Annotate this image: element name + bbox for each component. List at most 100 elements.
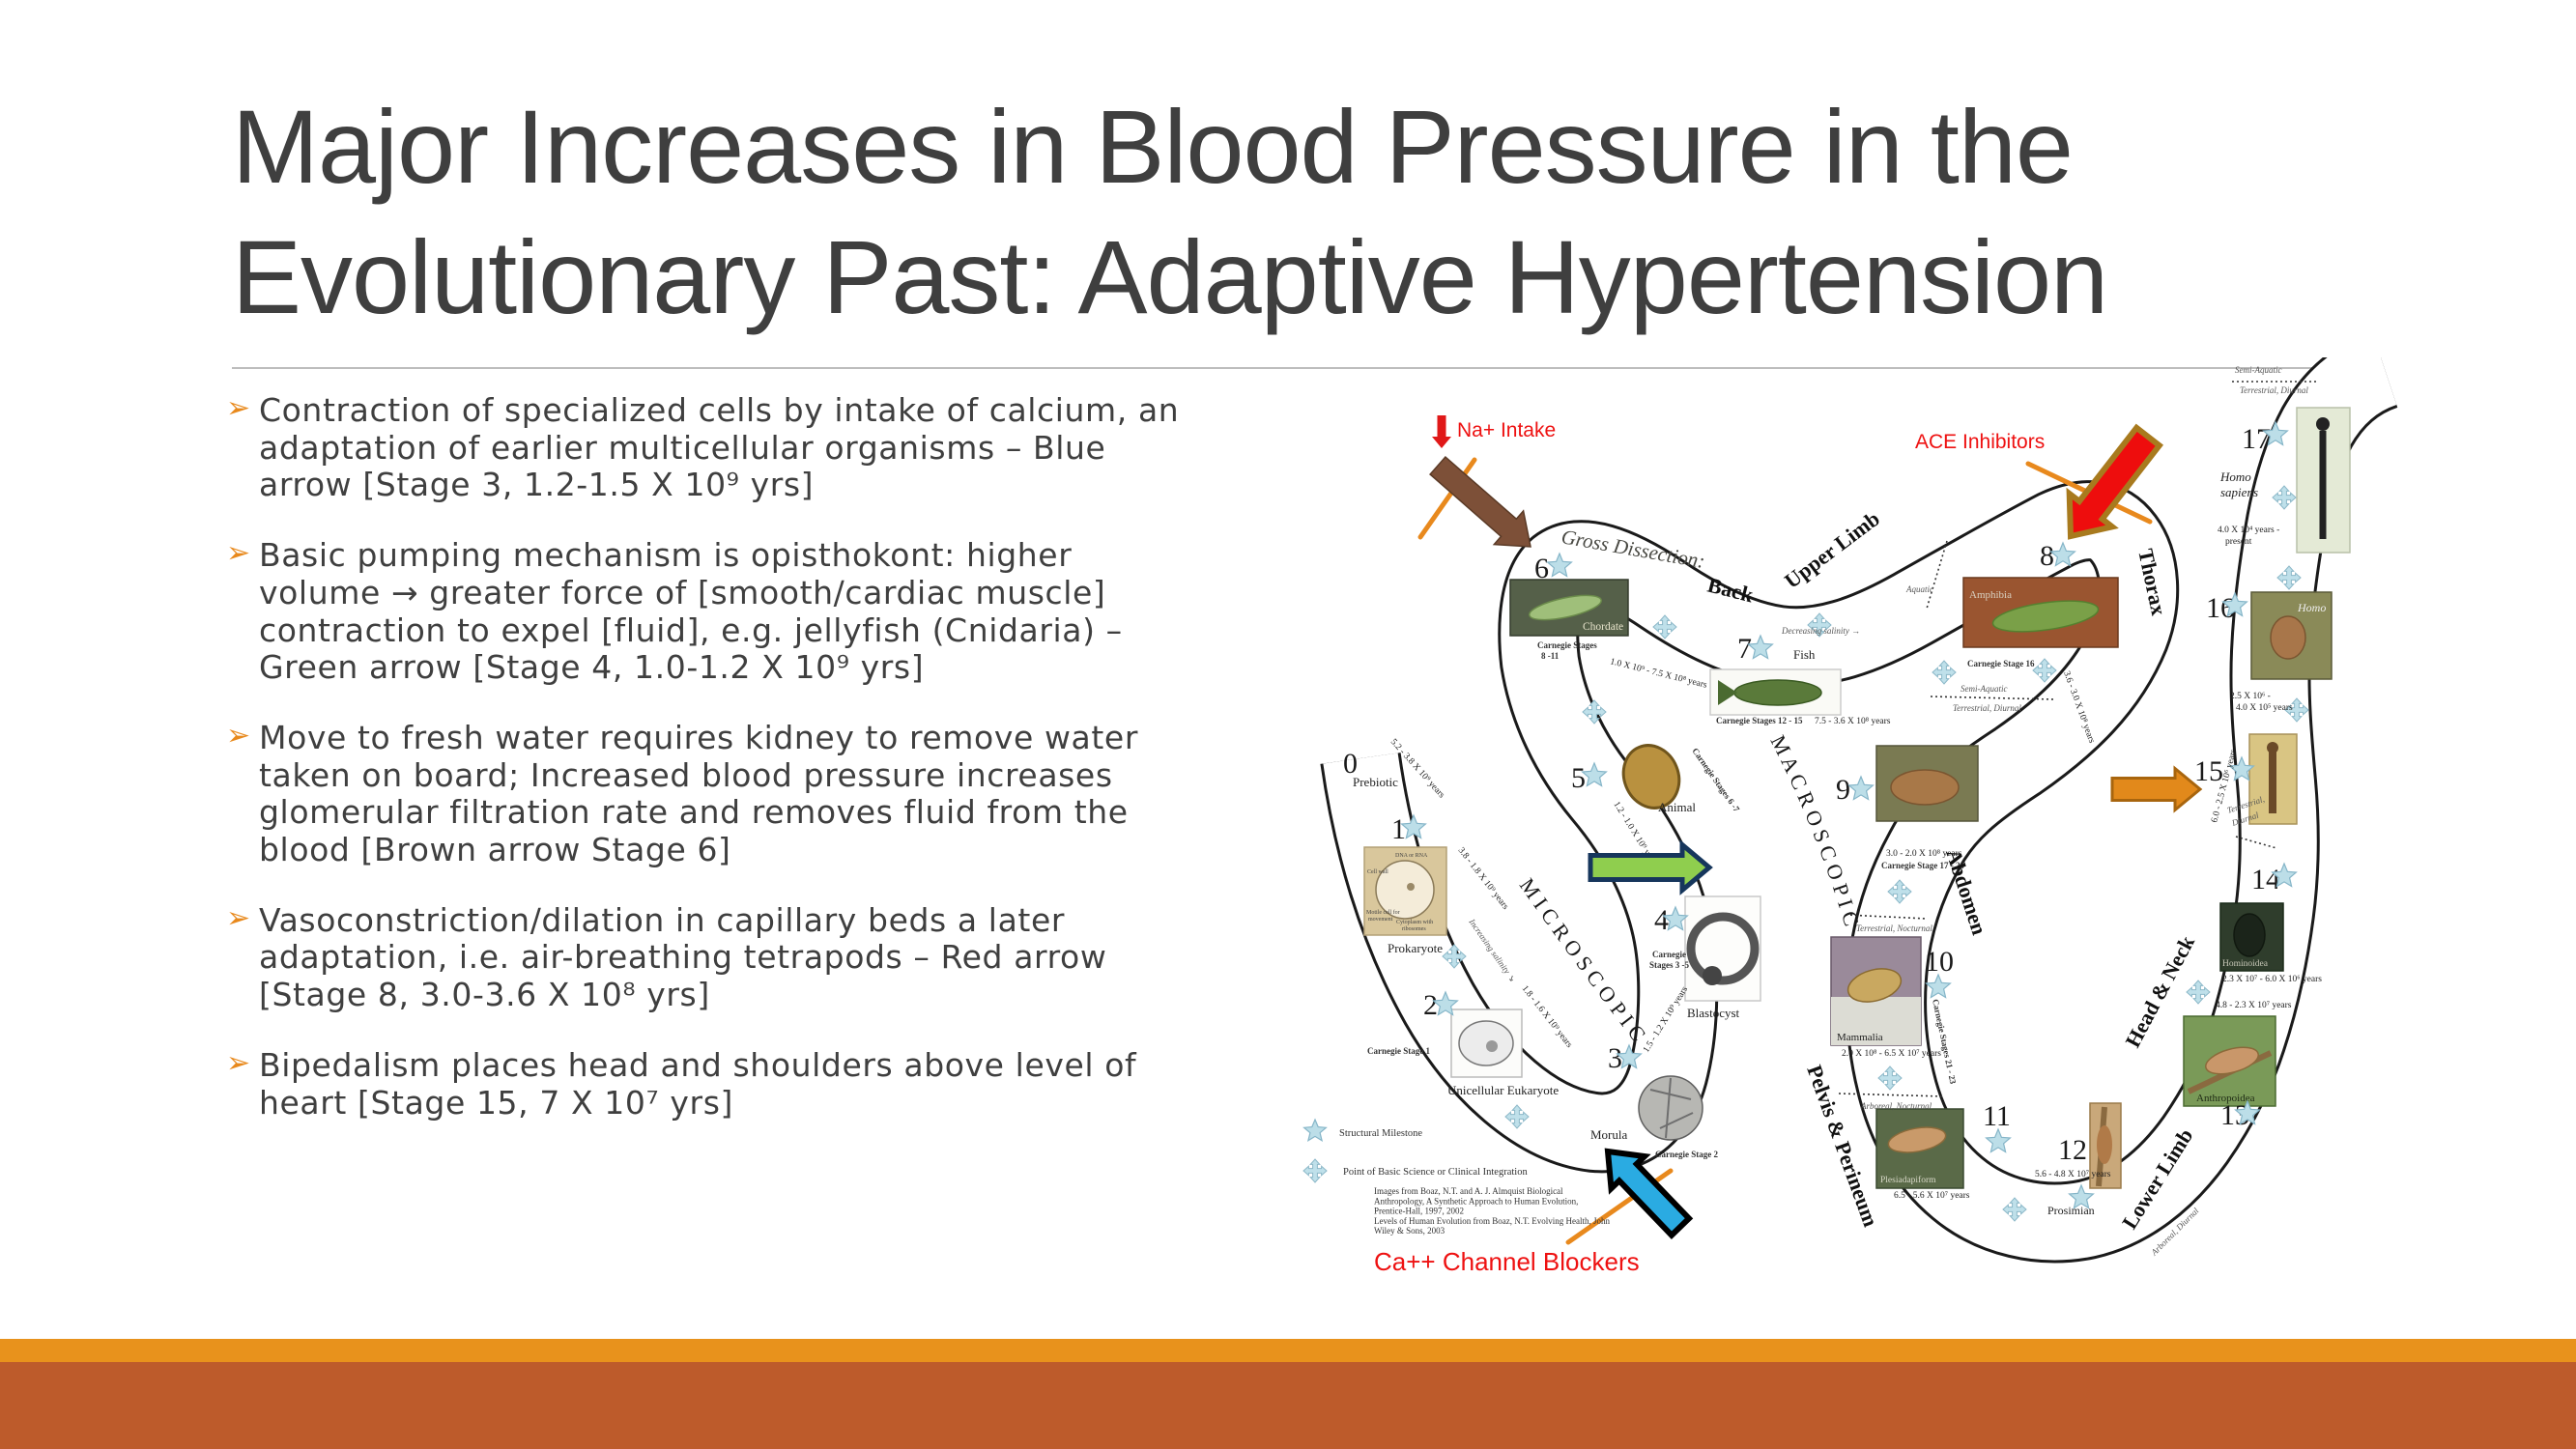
stage-star-12 (2068, 1183, 2095, 1209)
ace-red-arrow (2066, 423, 2164, 540)
ca-blue-arrow (1604, 1148, 1694, 1239)
year-range-label: 4.0 X 10⁵ years (2236, 703, 2293, 713)
bullet-list: ➢Contraction of specialized cells by int… (226, 391, 1182, 1154)
stage-star-2 (1432, 990, 1459, 1016)
hominid-15-image-motif (2267, 742, 2278, 753)
stage-star-6 (1546, 552, 1573, 578)
year-range-label: 3.8 - 1.8 X 10⁹ years (1456, 846, 1510, 912)
carnegie-stage-label: Carnegie Stage 17 - 20 (1881, 861, 1964, 870)
fish-image-motif (1718, 680, 1737, 705)
stage-number-5: 5 (1571, 762, 1586, 794)
integration-cross-icon (2002, 1197, 2027, 1222)
plesiadapiform-image-caption: Plesiadapiform (1880, 1175, 1936, 1185)
stage-number-2: 2 (1423, 989, 1438, 1021)
stage-number-12: 12 (2058, 1134, 2087, 1166)
prokaryote-micro-label: Cell wall (1367, 869, 1388, 875)
evolution-stages-diagram: ChordateAmphibiaMammaliaPlesiadapiformAn… (1302, 357, 2399, 1276)
integration-cross-icon (1582, 699, 1607, 724)
stage-star-8 (2049, 541, 2076, 567)
slide-title: Major Increases in Blood Pressure in the… (232, 88, 2108, 335)
stage-star-14 (2271, 862, 2298, 888)
eukaryote-image-motif (1486, 1040, 1498, 1052)
stage-number-14: 14 (2251, 864, 2280, 895)
mammalia-image-motif (1846, 968, 1903, 1003)
blastocyst-image (1684, 895, 1761, 1002)
habitat-divider-dotted-line (1930, 696, 2055, 700)
bullet-item-1: ➢Contraction of specialized cells by int… (226, 391, 1182, 504)
integration-cross-icon (1442, 944, 1467, 969)
bullet-text: Move to fresh water requires kidney to r… (259, 718, 1138, 869)
blastocyst-image-motif (1703, 966, 1722, 985)
legend-cross-icon (1302, 1158, 1328, 1183)
habitat-label: Terrestrial, Diurnal (1953, 703, 2021, 713)
morula-image-motif (1638, 1075, 1703, 1141)
year-range-label: present (2225, 537, 2252, 547)
prokaryote-micro-label: Cytoplasm with (1396, 920, 1433, 925)
carnegie-stage-label: Carnegie Stage 2 (1655, 1150, 1718, 1159)
organism-label: Homo (2219, 469, 2251, 484)
stage-number-9: 9 (1836, 774, 1850, 806)
stage-number-8: 8 (2040, 540, 2054, 572)
bullet-arrow-icon: ➢ (226, 536, 251, 571)
legend-star-label: Structural Milestone (1339, 1128, 1422, 1139)
stage-star-7 (1747, 634, 1774, 660)
prokaryote-micro-label: ribosomes (1402, 926, 1426, 932)
stage-star-17 (2262, 420, 2289, 446)
year-range-label: 1.0 X 10⁹ - 7.5 X 10⁸ years (1609, 657, 1708, 691)
citation-line: Prentice-Hall, 1997, 2002 (1374, 1207, 1464, 1216)
organism-label: Prokaryote (1388, 941, 1443, 955)
habitat-label: Semi-Aquatic (2235, 365, 2282, 375)
prokaryote-image-motif (1407, 883, 1415, 891)
bullet-arrow-icon: ➢ (226, 900, 251, 935)
bullet-text: Basic pumping mechanism is opisthokont: … (259, 536, 1123, 687)
habitat-label: Terrestrial, Diurnal (2240, 385, 2308, 395)
prokaryote-micro-label: movement (1368, 917, 1393, 923)
organism-label: Unicellular Eukaryote (1447, 1083, 1559, 1097)
stage-number-3: 3 (1608, 1042, 1622, 1074)
year-range-label: 4.8 - 2.3 X 10⁷ years (2216, 1001, 2292, 1010)
stage-number-1: 1 (1391, 813, 1406, 845)
integration-cross-icon (2032, 658, 2057, 683)
habitat-label: Decreasing salinity → (1781, 626, 1860, 636)
habitat-label: Increasing salinity ↘ (1467, 917, 1518, 984)
habitat-divider-dotted-line (2235, 836, 2277, 849)
year-range-label: 4.0 X 10⁴ years - (2218, 526, 2279, 535)
homo-sapiens-17-image-motif (2316, 417, 2330, 431)
stage-number-4: 4 (1654, 904, 1669, 936)
morula-image-motif (1665, 1077, 1672, 1139)
brown-arrow-stage6 (1429, 455, 1531, 548)
stage-star-10 (1925, 973, 1952, 999)
amphibia-image-motif (1991, 600, 2100, 633)
bullet-item-4: ➢Vasoconstriction/dilation in capillary … (226, 901, 1182, 1014)
year-range-label: 3.0 - 2.0 X 10⁸ years (1886, 849, 1962, 859)
stage-star-13 (2234, 1099, 2261, 1125)
bullet-arrow-icon: ➢ (226, 718, 251, 753)
orange-cross-line (1417, 457, 1477, 540)
carnegie-stage-label: Carnegie Stages 12 - 15 (1716, 716, 1803, 725)
organism-label: Prebiotic (1353, 775, 1398, 789)
habitat-divider-dotted-line (1845, 914, 1928, 920)
stage-star-16 (2221, 591, 2248, 617)
carnegie-stage-label: Carnegie Stage 1 (1367, 1046, 1430, 1056)
prokaryote-micro-label: DNA or RNA (1395, 853, 1428, 859)
morula-image-motif (1659, 1112, 1694, 1129)
carnegie-stage-label: 8 -11 (1541, 651, 1560, 661)
stage-number-10: 10 (1925, 946, 1954, 978)
habitat-divider-dotted-line (1838, 1093, 1945, 1097)
animal-image-motif (1621, 744, 1681, 810)
ca-channel-blockers-label: Ca++ Channel Blockers (1374, 1247, 1640, 1276)
habitat-label: Terrestrial, Nocturnal (1856, 923, 1932, 933)
stage-number-17: 17 (2242, 423, 2271, 455)
blastocyst-image-motif (1686, 912, 1760, 985)
integration-cross-icon (1887, 879, 1912, 904)
title-divider (232, 367, 2358, 369)
macroscopic-label: M A C R O S C O P I C (1766, 731, 1865, 929)
stage-star-9 (1847, 775, 1875, 801)
bullet-item-5: ➢Bipedalism places head and shoulders ab… (226, 1046, 1182, 1122)
homo-16-image-motif (2270, 615, 2306, 660)
fish-image-motif (1733, 679, 1822, 706)
integration-cross-icon (2276, 565, 2302, 590)
stage-star-1 (1400, 813, 1427, 839)
integration-cross-icon (1932, 660, 1957, 685)
organism-label: Blastocyst (1687, 1006, 1740, 1020)
